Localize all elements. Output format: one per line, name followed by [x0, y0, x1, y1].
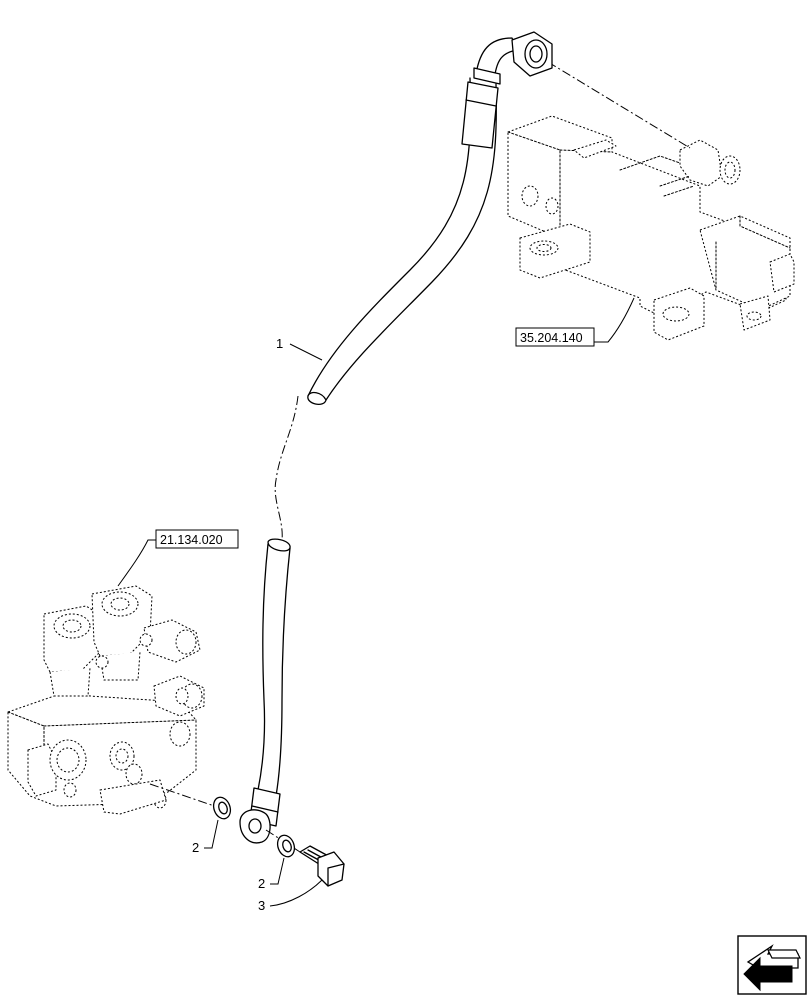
lower-connection-line	[149, 783, 227, 811]
reference-lower-valve[interactable]: 21.134.020	[117, 529, 239, 587]
callout-washer-left: 2	[192, 840, 199, 855]
upper-valve-assembly	[507, 115, 795, 341]
sealing-washer-right	[276, 834, 296, 858]
back-arrow-icon[interactable]	[737, 935, 807, 995]
reference-upper-valve-label: 35.204.140	[520, 331, 583, 345]
sealing-washer-left	[212, 796, 232, 820]
hydraulic-hose	[239, 31, 553, 844]
callout-bolt: 3	[258, 898, 265, 913]
callout-2-right-leader	[270, 857, 285, 885]
banjo-bolt	[299, 845, 345, 887]
callout-2-left-leader	[204, 819, 219, 849]
reference-upper-valve[interactable]: 35.204.140	[515, 297, 635, 347]
callout-3-leader	[269, 879, 323, 907]
callout-1-leader	[289, 343, 323, 361]
reference-lower-valve-label: 21.134.020	[160, 533, 223, 547]
callout-washer-right: 2	[258, 876, 265, 891]
lower-valve-assembly	[7, 585, 205, 815]
upper-connection-line	[547, 61, 691, 149]
callout-hose: 1	[276, 336, 283, 351]
